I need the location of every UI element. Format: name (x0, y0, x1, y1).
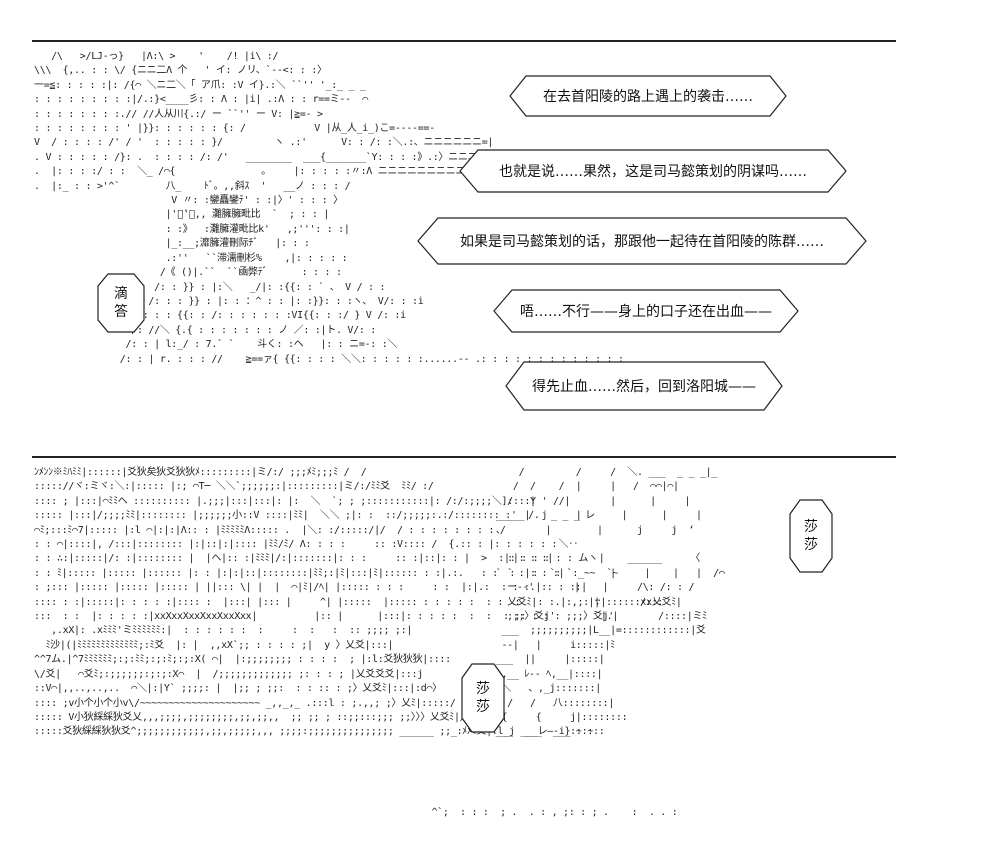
drip-char-2: 答 (114, 304, 128, 320)
bubble-outline (459, 149, 847, 193)
speech-text-4: 唔……不行——身上的口子还在出血—— (520, 304, 772, 320)
sound-effect-rustle-lower: 莎 莎 (460, 660, 506, 736)
ascii-art-ground-dots: ^`; : : : ; . . : , ;: : ; . : . . : (420, 807, 678, 818)
speech-text-5: 得先止血……然后，回到洛阳城—— (532, 379, 756, 395)
speech-text-1: 在去首阳陵的路上遇上的袭击…… (543, 89, 753, 105)
speech-text-2: 也就是说……果然，这是司马懿策划的阴谋吗…… (499, 164, 807, 180)
ascii-art-forest: ﾝﾒﾝﾝ※ﾐﾊﾐﾐ|::::::|爻狄矣狄爻狄狄ﾒ:::::::::|ミ/:/ … (34, 467, 682, 738)
speech-bubble-1: 在去首阳陵的路上遇上的袭击…… (508, 74, 788, 118)
bubble-outline (505, 361, 783, 411)
speech-bubble-3: 如果是司马懿策划的话，那跟他一起待在首阳陵的陈群…… (416, 216, 868, 266)
rustle-upper-char-2: 莎 (804, 537, 818, 553)
bubble-outline (97, 273, 145, 333)
speech-bubble-5: 得先止血……然后，回到洛阳城—— (504, 360, 784, 412)
ascii-art-forest-right: / / / ＼. ___ _ _ _|_ / / / | | / ⌒⌒|⌒| /… (495, 467, 725, 738)
upper-panel: /\ >/LJ-っ} |Λ:\ > ' /! |i\ :/ \\\ {,.. :… (0, 42, 992, 454)
speech-bubble-4: 唔……不行——身上的口子还在出血—— (492, 288, 800, 334)
top-divider (32, 40, 896, 42)
speech-bubble-2: 也就是说……果然，这是司马懿策划的阴谋吗…… (458, 148, 848, 194)
ascii-art-figure-top: /\ >/LJ-っ} |Λ:\ > ' /! |i\ :/ \\\ {,.. :… (34, 51, 624, 365)
sound-effect-drip: 滴 答 (96, 268, 146, 338)
rustle-lower-char-2: 莎 (476, 699, 490, 715)
lower-panel: ﾝﾒﾝﾝ※ﾐﾊﾐﾐ|::::::|爻狄矣狄爻狄狄ﾒ:::::::::|ミ/:/ … (0, 460, 992, 856)
speech-text-3: 如果是司马懿策划的话，那跟他一起待在首阳陵的陈群…… (460, 234, 824, 250)
bubble-outline (417, 217, 867, 265)
rustle-upper-char-1: 莎 (804, 519, 818, 535)
bubble-outline (509, 75, 787, 117)
bubble-outline (789, 499, 833, 573)
rustle-lower-char-1: 莎 (476, 681, 490, 697)
sound-effect-rustle-upper: 莎 莎 (788, 496, 834, 576)
middle-divider (32, 456, 896, 458)
bubble-outline (461, 663, 505, 733)
drip-char-1: 滴 (114, 286, 128, 302)
bubble-outline (493, 289, 799, 333)
